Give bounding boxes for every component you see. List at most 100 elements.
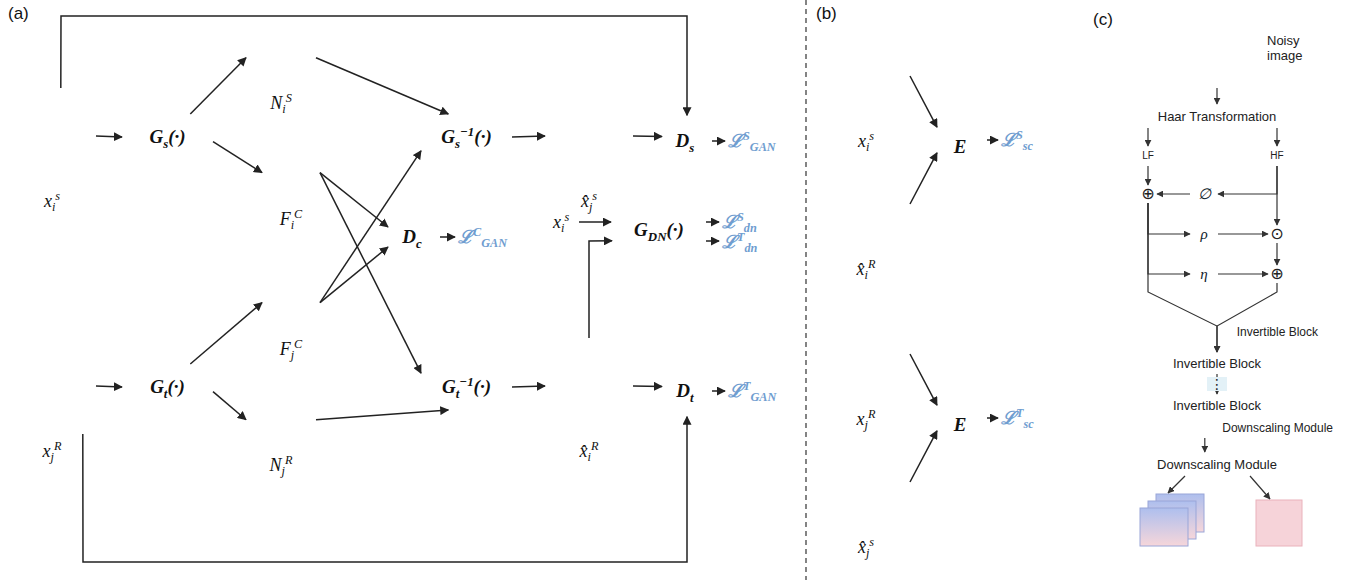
connector	[1276, 243, 1277, 265]
connector	[589, 241, 612, 338]
connector	[1157, 193, 1190, 194]
connector	[316, 58, 448, 114]
node-text: Gs(·)	[149, 126, 185, 148]
node-text: Invertible Block	[1237, 325, 1318, 339]
subscript: j	[589, 200, 592, 214]
generator-box: Gs(·)	[122, 114, 213, 160]
discriminator: Dt	[662, 358, 712, 424]
connector	[1147, 128, 1148, 146]
image-node: x̂iR	[822, 156, 910, 280]
subscript: dn	[744, 221, 757, 235]
operator-glyph: ⊕	[1139, 185, 1157, 203]
connector	[1216, 88, 1217, 104]
connector	[910, 354, 937, 405]
connector	[213, 392, 246, 420]
superscript: R	[285, 453, 292, 467]
block-box: Invertible BlockLFHF∅ρη⊕⊙⊕	[1110, 138, 1324, 342]
node-text: NiS	[270, 92, 292, 114]
subscript: j	[282, 464, 285, 478]
subscript: GAN	[750, 140, 776, 154]
generator-box: Gt−1(·)	[421, 364, 512, 410]
subscript: s	[455, 136, 460, 151]
input-arrow	[579, 221, 611, 223]
image-node: x̂iR	[545, 338, 633, 462]
output-noise-stack	[1140, 508, 1188, 546]
loss-arrow	[706, 240, 719, 242]
encoder: E	[937, 386, 987, 450]
subscript: j	[866, 546, 869, 560]
superscript: C	[294, 337, 302, 351]
subscript: dn	[744, 241, 757, 255]
block-box: Invertible Block	[1115, 352, 1319, 374]
subscript: t	[164, 386, 168, 401]
module-box: Downscaling Module	[1115, 452, 1319, 476]
loss-arrow	[712, 140, 725, 142]
node-text: Ds	[676, 130, 695, 152]
subscript: i	[866, 140, 869, 154]
loss-label: ℒSdn	[722, 212, 757, 232]
em-image	[8, 88, 96, 184]
connector	[1276, 128, 1277, 146]
loss-arrow	[440, 236, 455, 238]
connector	[1204, 438, 1205, 452]
superscript: S	[737, 210, 744, 224]
em-image	[545, 338, 633, 434]
connector	[1147, 166, 1148, 185]
image-node: xjR	[822, 306, 910, 430]
loss-label: ℒTGAN	[728, 381, 776, 401]
label-holder: ℒSGAN	[728, 131, 776, 151]
label-holder: ℒTGAN	[728, 381, 776, 401]
loss-label: ℒSGAN	[728, 131, 776, 151]
superscript: T	[743, 379, 750, 393]
connector	[320, 247, 388, 303]
superscript: S	[286, 91, 292, 105]
feature-square: FjC	[262, 278, 320, 360]
snowflake-stroke	[951, 399, 965, 400]
node-text: Haar Transformation	[1158, 109, 1277, 124]
connector	[61, 16, 687, 115]
connector	[320, 173, 421, 374]
block-box: Invertible Block	[1115, 394, 1319, 416]
em-image	[1175, 8, 1259, 88]
image-node: xis	[822, 28, 910, 152]
output-feature-square	[1256, 500, 1302, 546]
panel-letter: (b)	[816, 4, 837, 24]
output-arrow	[1168, 476, 1185, 493]
node-text: ⊙	[1270, 226, 1283, 242]
subscript: i	[588, 450, 591, 464]
superscript: R	[54, 439, 61, 453]
operator-box: ρ	[1190, 222, 1218, 246]
edge-label-holder: ⋮	[1207, 377, 1227, 391]
node-text: HF	[1270, 150, 1283, 162]
node-text: Gt(·)	[150, 376, 185, 398]
subscript: i	[561, 221, 564, 235]
node-text: x̂iR	[580, 440, 599, 462]
connector	[910, 153, 937, 204]
em-image	[822, 434, 910, 530]
connector	[190, 58, 246, 114]
connector	[633, 135, 662, 137]
discriminator: Dc	[388, 212, 440, 262]
subscript: i	[865, 268, 868, 282]
snowflake-stroke	[955, 394, 962, 406]
snowflake-stroke	[955, 116, 962, 128]
node-text: Downscaling Module	[1222, 421, 1333, 435]
image-node: x̂js	[545, 88, 633, 212]
subscript: i	[291, 218, 294, 232]
loss-arrow	[987, 417, 998, 419]
feature-square-shape	[262, 148, 320, 200]
node-text: LF	[1142, 150, 1154, 162]
node-text: x̂js	[858, 536, 874, 558]
connector	[633, 385, 662, 387]
label-holder: ℒCGAN	[458, 227, 507, 247]
connector	[1148, 203, 1190, 274]
discriminator: Ds	[662, 108, 712, 174]
noise-stack-shape	[246, 30, 316, 86]
operator-box: ∅	[1190, 182, 1218, 206]
image-node: xis	[8, 88, 96, 212]
label-holder: (a)	[8, 4, 29, 24]
superscript: C	[294, 207, 302, 221]
transform-box: Haar Transformation	[1112, 104, 1322, 128]
node-text: x̂iR	[857, 258, 876, 280]
